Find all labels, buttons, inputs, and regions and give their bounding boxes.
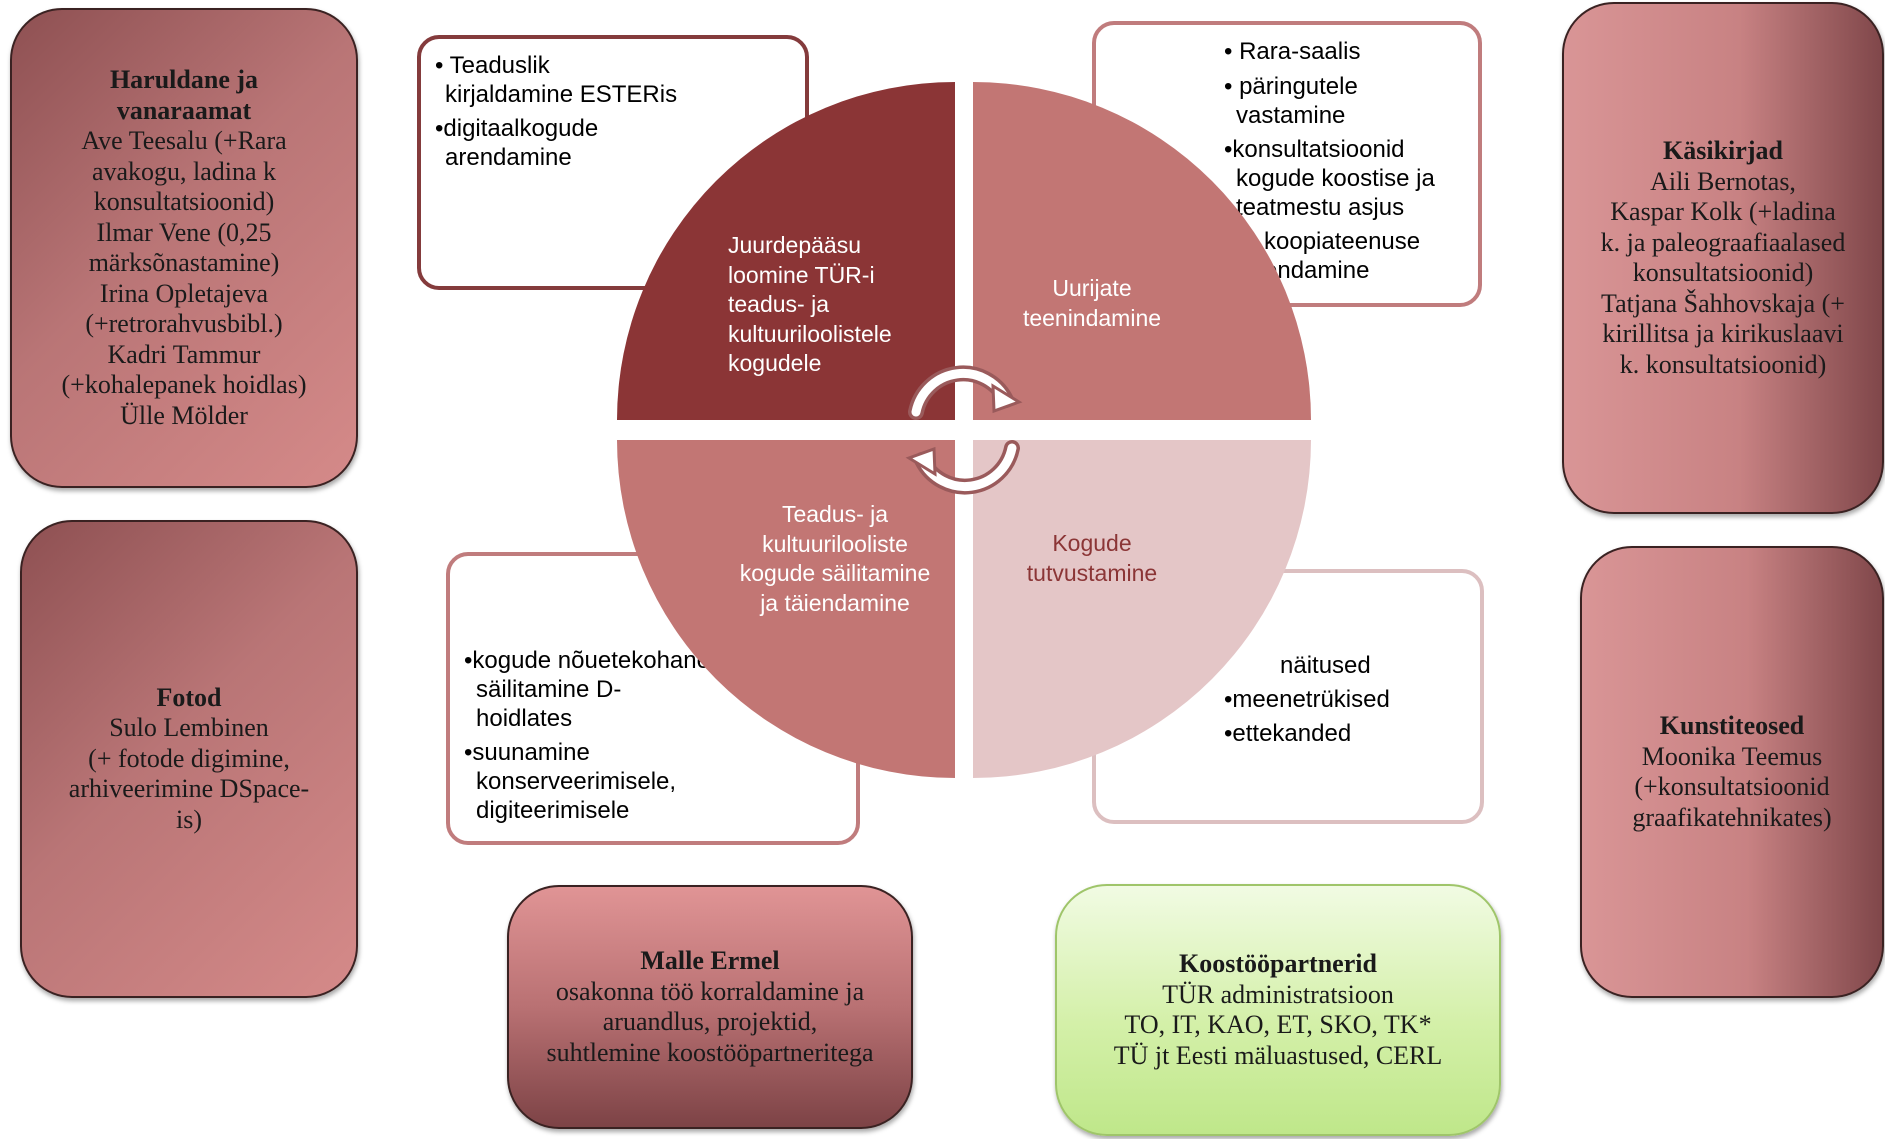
note-line: •ettekanded (1224, 720, 1352, 747)
manuscripts-box: Käsikirjad Aili Bernotas, Kaspar Kolk (+… (1562, 2, 1884, 514)
box-line: (+ fotode digimine, (88, 743, 290, 773)
note-line: näitused (1280, 652, 1371, 679)
box-line: (+retrorahvusbibl.) (85, 309, 283, 338)
box-title: Kunstiteosed (1659, 711, 1805, 740)
note-line: kogude koostise ja (1236, 165, 1435, 192)
box-line: kirillitsa ja kirikuslaavi (1602, 319, 1844, 348)
box-line: k. konsultatsioonid) (1619, 349, 1827, 379)
quadrant-label-line: teenindamine (1022, 304, 1162, 331)
box-line: k. ja paleograafiaalased (1600, 227, 1846, 257)
rare-books-box: Haruldane ja vanaraamat Ave Teesalu (+Ra… (10, 8, 358, 488)
cycle-arrows-icon (905, 365, 1023, 495)
note-line: •digitaalkogude (435, 115, 599, 142)
box-line: Aili Bernotas, (1650, 166, 1796, 196)
box-line: konsultatsioonid) (1632, 258, 1814, 287)
note-researcher-services: • Rara-saalis • päringutele vastamine •k… (1092, 21, 1482, 307)
note-line: •meenetrükised (1224, 686, 1390, 713)
quadrant-label-line: kultuuriloolistele (728, 320, 892, 347)
box-line: märksõnastamine) (88, 248, 280, 277)
quadrant-label-line: teadus- ja (728, 291, 830, 317)
box-title: Malle Ermel (640, 946, 780, 975)
note-line: kirjaldamine ESTERis (445, 81, 678, 108)
note-line: arendamine (445, 144, 572, 171)
partners-box: Koostööpartnerid TÜR administratsioon TO… (1055, 884, 1501, 1136)
box-line: Ave Teesalu (+Rara (81, 126, 287, 155)
note-line: endamine (1264, 257, 1370, 284)
box-line: is) (176, 804, 202, 834)
note-line: teatmestu asjus (1236, 194, 1405, 221)
box-title: Fotod (156, 682, 222, 712)
quadrant-label-line: Kogude (1052, 530, 1132, 556)
note-line: • Rara-saalis (1224, 38, 1361, 65)
box-line: osakonna töö korraldamine ja (555, 976, 865, 1006)
note-line: •suunamine (464, 739, 590, 766)
quadrant-label-line: Teadus- ja (781, 501, 889, 527)
quadrant-label-line: Juurdepääsu (728, 232, 861, 258)
box-line: Kaspar Kolk (+ladina (1610, 197, 1836, 226)
note-line: konserveerimisele, (476, 768, 677, 795)
note-line: vastamine (1236, 102, 1346, 129)
box-line: graafikatehnikates) (1632, 802, 1832, 832)
box-line: Kadri Tammur (107, 339, 261, 369)
box-title: Haruldane ja vanaraamat (109, 65, 259, 125)
box-line: (+kohalepanek hoidlas) (61, 370, 307, 399)
box-line: suhtlemine koostööpartneritega (546, 1037, 874, 1067)
box-line: Tatjana Šahhovskaja (+ (1601, 288, 1845, 318)
note-line: • Teaduslik (435, 52, 550, 79)
head-of-department-box: Malle Ermel osakonna töö korraldamine ja… (507, 885, 913, 1129)
quadrant-label-line: ja täiendamine (760, 589, 910, 616)
box-line: Sulo Lembinen (109, 713, 269, 743)
quadrant-label-line: kultuurilooliste (762, 530, 908, 557)
box-line: Irina Opletajeva (99, 278, 269, 308)
box-line: Ilmar Vene (0,25 (96, 217, 272, 247)
note-outreach-tasks: näitused •meenetrükised •ettekanded (1092, 569, 1484, 824)
box-line: TÜR administratsioon (1162, 979, 1394, 1009)
quadrant-label-line: kogudele (728, 350, 822, 376)
box-line: avakogu, ladina k (91, 156, 277, 186)
note-line: hoidlates (476, 705, 573, 732)
box-line: Moonika Teemus (1641, 741, 1823, 771)
box-title: Koostööpartnerid (1179, 949, 1377, 978)
quadrant-label-line: kogude säilitamine (739, 560, 931, 586)
quadrant-label-researchers: Uurijate teenindamine (992, 274, 1192, 333)
note-line: digiteerimisele (476, 797, 630, 824)
note-line: •konsultatsioonid (1224, 136, 1405, 163)
quadrant-label-line: tutvustamine (1026, 559, 1158, 586)
photos-box: Fotod Sulo Lembinen (+ fotode digimine, … (20, 520, 358, 998)
quadrant-label-outreach: Kogude tutvustamine (992, 529, 1192, 588)
box-line: TO, IT, KAO, ET, SKO, TK* (1124, 1010, 1432, 1039)
box-line: (+konsultatsioonid (1634, 772, 1830, 801)
note-line: • päringutele (1224, 73, 1358, 100)
quadrant-label-access: Juurdepääsu loomine TÜR-i teadus- ja kul… (728, 231, 892, 379)
box-line: aruandlus, projektid, (602, 1007, 818, 1036)
note-line: •kogude nõuetekohane (464, 647, 710, 674)
quadrant-label-preservation: Teadus- ja kultuurilooliste kogude säili… (720, 500, 950, 618)
box-line: TÜ jt Eesti mäluastused, CERL (1113, 1040, 1443, 1070)
note-line: säilitamine D- (476, 676, 622, 703)
note-line: koopiateenuse (1264, 228, 1421, 255)
artworks-box: Kunstiteosed Moonika Teemus (+konsultats… (1580, 546, 1884, 998)
box-title: Käsikirjad (1663, 136, 1783, 165)
quadrant-label-line: loomine TÜR-i (728, 261, 875, 288)
box-line: konsultatsioonid) (93, 187, 275, 216)
box-line: arhiveerimine DSpace- (68, 774, 310, 804)
quadrant-label-line: Uurijate (1052, 275, 1132, 301)
box-line: Ülle Mölder (120, 400, 248, 430)
